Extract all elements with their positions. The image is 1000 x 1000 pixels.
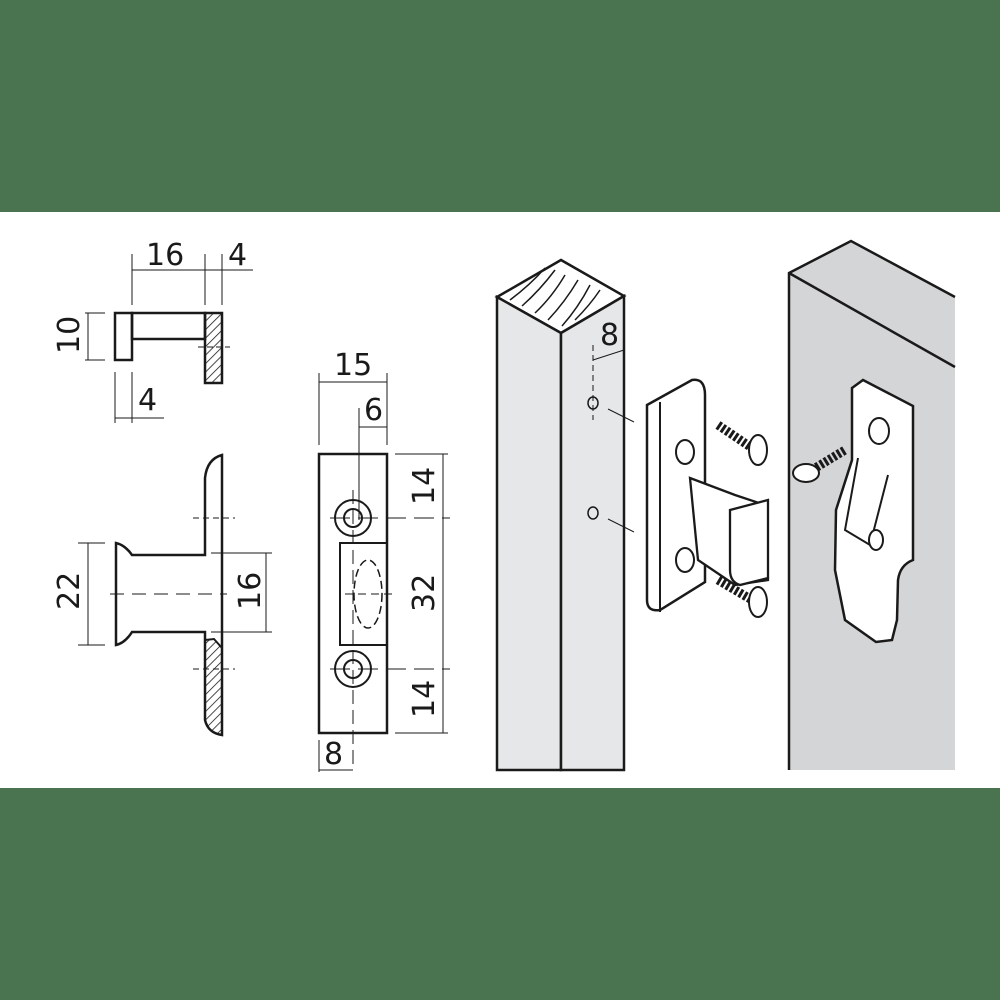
dim-22: 22 — [52, 572, 87, 610]
screw-icon-bottom — [715, 576, 768, 618]
dim-16-top: 16 — [146, 238, 184, 273]
top-view-drawing — [85, 254, 253, 423]
dim-16-side: 16 — [233, 572, 268, 610]
dim-8-front: 8 — [324, 737, 343, 772]
dim-4-top: 4 — [228, 238, 247, 273]
dim-6: 6 — [364, 393, 383, 428]
dim-4-bottom: 4 — [138, 383, 157, 418]
dim-14-top: 14 — [407, 467, 442, 505]
side-view-drawing — [78, 453, 272, 737]
dim-8-post: 8 — [600, 318, 619, 353]
catch-plate-illustration — [645, 378, 770, 618]
dim-32: 32 — [407, 574, 442, 612]
screw-icon-door — [792, 446, 848, 483]
front-view-drawing — [317, 373, 450, 772]
post-illustration — [494, 258, 635, 772]
door-illustration — [787, 239, 956, 770]
dim-15: 15 — [334, 348, 372, 383]
screw-icon-top — [715, 421, 768, 466]
dim-14-bottom: 14 — [407, 680, 442, 718]
dim-10: 10 — [52, 316, 87, 354]
